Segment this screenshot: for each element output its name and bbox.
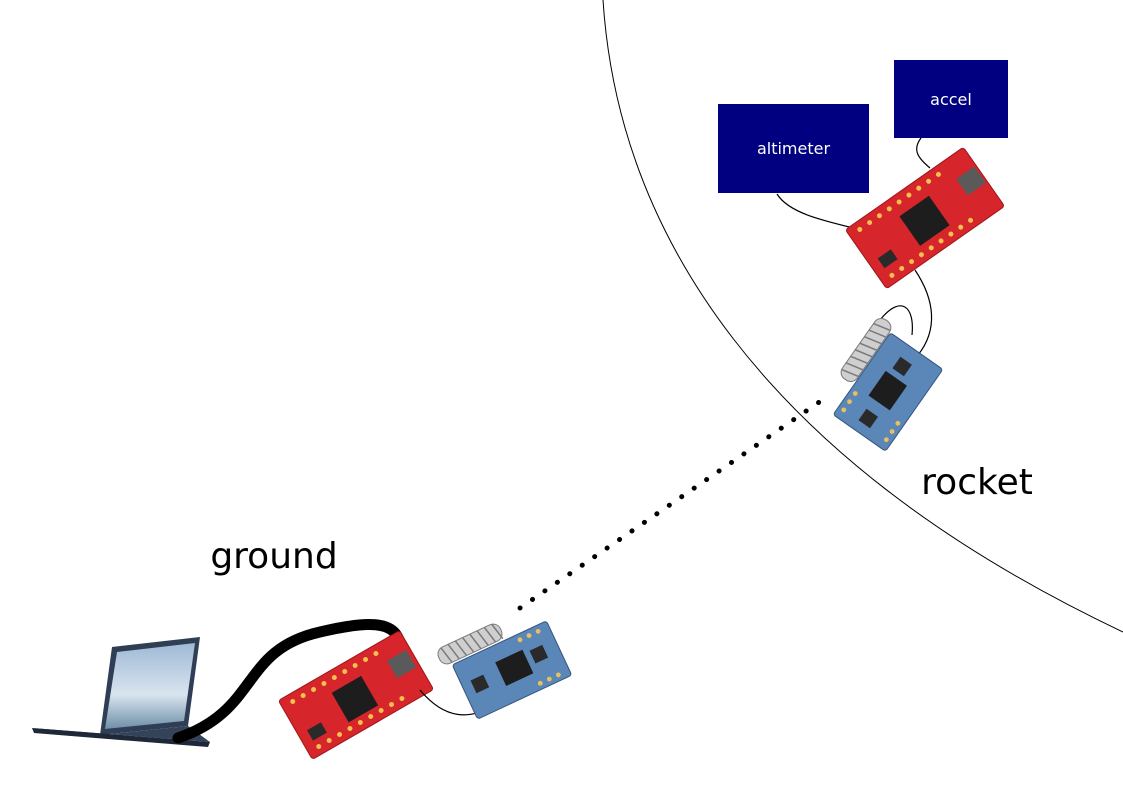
- ground-radio-module: [452, 621, 572, 719]
- rocket-antenna-wire: [879, 305, 913, 336]
- laptop: [32, 637, 210, 747]
- accel-label: accel: [930, 90, 972, 109]
- altimeter-box: altimeter: [718, 104, 869, 193]
- altimeter-label: altimeter: [757, 139, 831, 158]
- accel-wire: [916, 137, 931, 169]
- rocket-radio-module: [833, 333, 943, 451]
- accel-box: accel: [894, 60, 1008, 138]
- rocket-antenna: [840, 317, 892, 383]
- ground-label: ground: [210, 536, 337, 577]
- rocket-board-radio-wire: [914, 269, 933, 356]
- rocket-boundary-arc: [602, 0, 1123, 633]
- radio-link-dotted: [517, 393, 831, 611]
- rocket-microcontroller-board: [846, 147, 1004, 289]
- ground-antenna: [437, 623, 504, 665]
- ground-microcontroller-board: [278, 631, 434, 759]
- rocket-label: rocket: [921, 462, 1033, 503]
